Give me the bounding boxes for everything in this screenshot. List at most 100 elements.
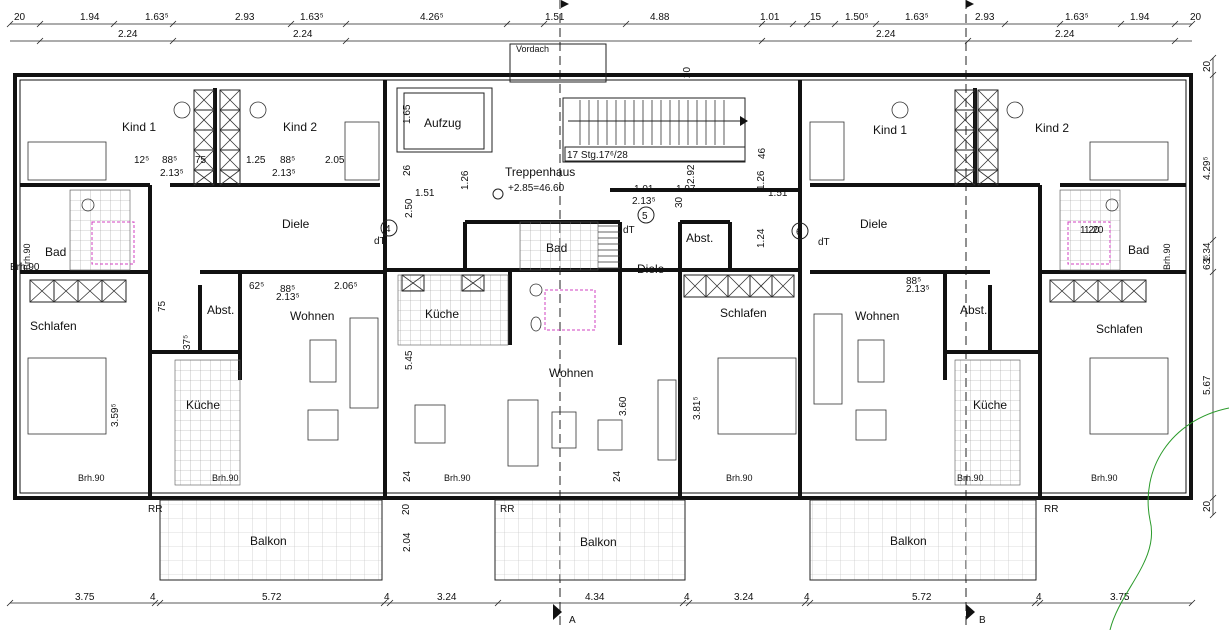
room-kind1-left: Kind 1	[122, 120, 156, 134]
apartment-6-label: 6	[796, 227, 802, 238]
window-sill-labels: Brh.90 Brh.90 Brh.90 Brh.90 Brh.90 Brh.9…	[22, 243, 1172, 483]
inner-dimension-label: RR	[1044, 504, 1058, 515]
room-bad-right: Bad	[1128, 243, 1149, 257]
inner-dimension-label: 1.97	[676, 184, 696, 195]
room-wohnen-left: Wohnen	[290, 309, 334, 323]
inner-dimension-label: 1.20	[1084, 225, 1104, 236]
brh-label: Brh.90	[1162, 243, 1172, 270]
top-dimension-label: 1.01	[760, 12, 780, 23]
inner-dimension-label: 2.13⁵	[272, 168, 296, 179]
section-a-marker-top	[561, 0, 569, 8]
bottom-dimension-label: 4	[150, 592, 156, 603]
bottom-dimension-label: 4	[804, 592, 810, 603]
right-dimension-label: 63⁵	[1202, 255, 1213, 270]
room-diele-left: Diele	[282, 217, 310, 231]
room-kueche-center: Küche	[425, 307, 459, 321]
section-b-marker-top	[966, 0, 974, 8]
staircase	[564, 100, 748, 269]
level-note: +2.85=46.60	[508, 183, 565, 194]
top-dimension-label: 1.51	[545, 12, 565, 23]
top-dimension-label: 4.26⁵	[420, 12, 444, 23]
brh-label: Brh.90	[957, 473, 984, 483]
inner-dimension-label: dT	[374, 236, 386, 247]
inner-dimension-label: 46	[757, 147, 768, 159]
room-kueche-right: Küche	[973, 398, 1007, 412]
cabinets	[29, 89, 1147, 486]
inner-dimension-label: Brh.90	[10, 262, 40, 273]
top-dimension-label: 1.63⁵	[300, 12, 324, 23]
inner-dimension-label: 2.92	[686, 164, 697, 184]
inner-dimension-label: 1.01	[634, 184, 654, 195]
section-a-label: A	[569, 615, 576, 626]
apartment-4-label: 4	[385, 224, 391, 235]
brh-label: Brh.90	[22, 243, 32, 270]
inner-dimension-label: 88⁵	[162, 155, 177, 166]
right-dimension-label: 1.34	[1202, 242, 1213, 262]
right-dimension-label: 4.29⁵	[1202, 156, 1213, 180]
inner-dimension-label: 62⁵	[249, 281, 264, 292]
inner-dimension-label: 24	[402, 470, 413, 482]
inner-dimension-label: 1.65	[402, 104, 413, 124]
bottom-dimension-label: 4	[684, 592, 690, 603]
room-diele-center: Diele	[637, 262, 665, 276]
inner-dimension-label: 12⁵	[134, 155, 149, 166]
balcony-right	[809, 499, 1037, 581]
vordach	[509, 43, 607, 83]
room-bad-left: Bad	[45, 245, 66, 259]
room-balkon-left: Balkon	[250, 534, 287, 548]
top-dimension-label: 4.88	[650, 12, 670, 23]
brh-label: Brh.90	[78, 473, 105, 483]
top-dimension-label: 20	[1190, 12, 1202, 23]
top-dimension-label-2: 2.24	[293, 29, 313, 40]
inner-dimension-label: 2.13⁵	[276, 292, 300, 303]
top-dimension-label-2: 2.24	[1055, 29, 1075, 40]
right-dimension-label: 20	[1202, 500, 1213, 512]
inner-dimension-label: 37⁵	[182, 335, 193, 350]
inner-dimension-label: 88⁵	[280, 284, 295, 295]
right-dimension-label: 20	[1202, 60, 1213, 72]
inner-dimension-label: 1.26	[460, 170, 471, 190]
room-schlafen-right: Schlafen	[1096, 322, 1143, 336]
room-wohnen-right: Wohnen	[855, 309, 899, 323]
inner-dimension-label: 2.05	[325, 155, 345, 166]
room-schlafen-left: Schlafen	[30, 319, 77, 333]
room-bad-center: Bad	[546, 241, 567, 255]
inner-dimension-label: 88⁵	[280, 155, 295, 166]
inner-dimension-label: 75	[157, 300, 168, 312]
wardrobe-cell	[954, 169, 976, 186]
top-dimension-label: 1.94	[1130, 12, 1150, 23]
wardrobe-cell	[101, 279, 127, 303]
bottom-dimension-label: 4	[384, 592, 390, 603]
section-b-marker-bottom	[966, 604, 975, 620]
inner-dimension-label: RR	[148, 504, 162, 515]
room-treppenhaus: Treppenhaus	[505, 165, 575, 179]
stair-note: 17 Stg.17⁶/28	[567, 150, 628, 161]
bottom-dimension-label: 4.34	[585, 592, 605, 603]
balcony-left	[159, 499, 383, 581]
room-abst-right: Abst.	[960, 303, 987, 317]
room-kind2-left: Kind 2	[283, 120, 317, 134]
inner-dimension-label: 2.13⁵	[906, 284, 930, 295]
inner-dimension-label: 1.26	[756, 170, 767, 190]
inner-dimension-label: 2.50	[404, 198, 415, 218]
inner-dimension-label: 2.13⁵	[160, 168, 184, 179]
inner-dimension-label: 1.24	[756, 228, 767, 248]
top-dimension-label-2: 2.24	[118, 29, 138, 40]
inner-dimension-label: 3.81⁵	[692, 396, 703, 420]
inner-dimension-label: 20	[682, 66, 693, 78]
brh-label: Brh.90	[1091, 473, 1118, 483]
wardrobe-cell	[219, 169, 241, 186]
bottom-dimension-label: 5.72	[912, 592, 932, 603]
inner-dimension-label: 3.59⁵	[110, 403, 121, 427]
brh-label: Brh.90	[212, 473, 239, 483]
balconies	[159, 499, 1037, 581]
outer-walls	[13, 43, 1193, 500]
interior-walls-center	[385, 80, 802, 498]
room-diele-right: Diele	[860, 217, 888, 231]
top-dimension-label: 1.50⁵	[845, 12, 869, 23]
inner-dimension-label: 1.25	[246, 155, 266, 166]
